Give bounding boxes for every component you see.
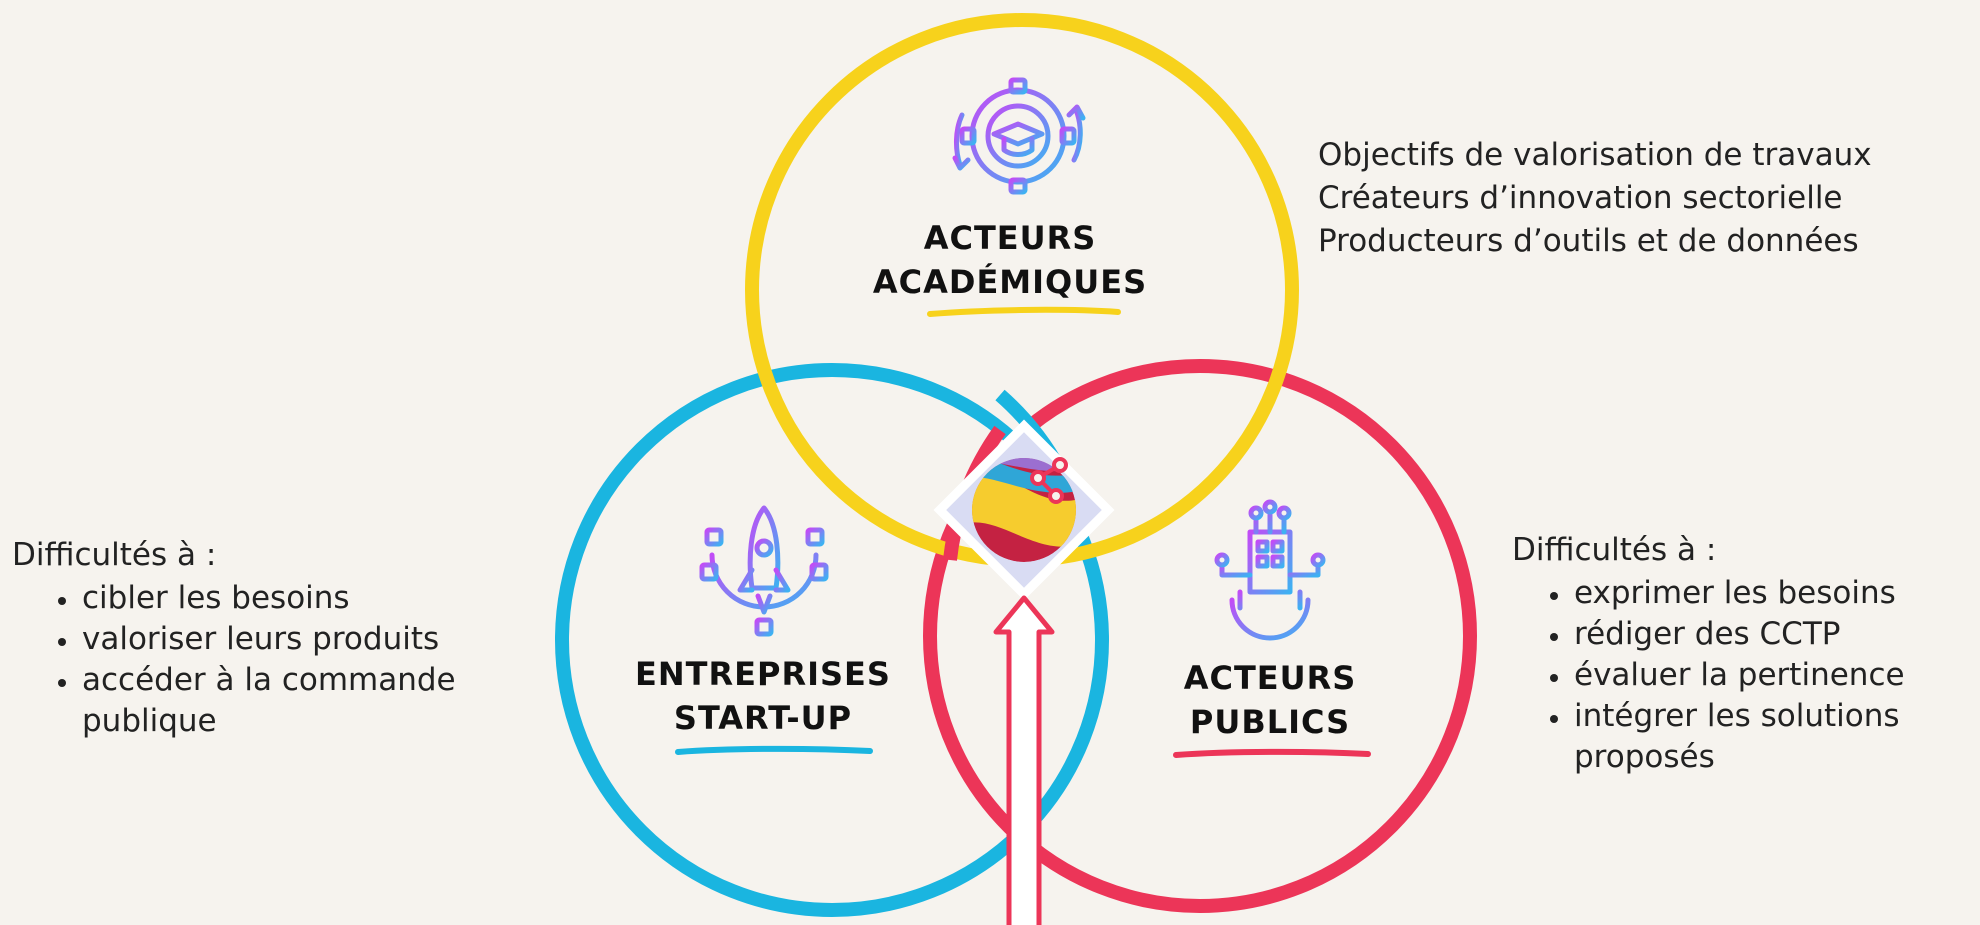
list-item: rédiger des CCTP — [1572, 614, 1934, 655]
list-item: exprimer les besoins — [1572, 573, 1934, 614]
graduation-gear-icon — [952, 77, 1086, 195]
list-item: évaluer la pertinence — [1572, 655, 1934, 696]
academic-goals-text: Objectifs de valorisation de travaux Cré… — [1318, 134, 1872, 263]
academic-goal-item: Objectifs de valorisation de travaux — [1318, 137, 1872, 173]
center-badge — [933, 419, 1115, 601]
public-title-underline — [1173, 748, 1371, 758]
startup-difficulties-list: cibler les besoins valoriser leurs produ… — [12, 578, 522, 742]
list-item: cibler les besoins — [80, 578, 522, 619]
list-item: intégrer les solutions proposés — [1572, 696, 1934, 778]
public-circle — [923, 359, 1477, 913]
startup-title-line2: START-UP — [673, 699, 853, 737]
startup-difficulties-text: Difficultés à : cibler les besoins valor… — [12, 535, 522, 742]
startup-circle-title: ENTREPRISES START-UP — [613, 652, 913, 740]
academic-title-line1: ACTEURS — [923, 219, 1097, 257]
list-item: valoriser leurs produits — [80, 619, 522, 660]
building-gear-icon — [1214, 499, 1326, 641]
startup-title-underline — [675, 745, 873, 755]
startup-circle — [555, 363, 1109, 917]
public-circle-title: ACTEURS PUBLICS — [1120, 656, 1420, 744]
public-difficulties-heading: Difficultés à : — [1512, 532, 1717, 568]
academic-title-underline — [927, 306, 1121, 317]
academic-circle-title: ACTEURS ACADÉMIQUES — [860, 216, 1160, 304]
public-difficulties-text: Difficultés à : exprimer les besoins réd… — [1512, 530, 1934, 778]
public-difficulties-list: exprimer les besoins rédiger des CCTP év… — [1512, 573, 1934, 778]
public-title-line2: PUBLICS — [1189, 703, 1351, 741]
startup-difficulties-heading: Difficultés à : — [12, 537, 217, 573]
public-title-line1: ACTEURS — [1183, 659, 1357, 697]
arrow-up-icon — [993, 595, 1055, 925]
academic-goal-item: Producteurs d’outils et de données — [1318, 223, 1859, 259]
rocket-gear-icon — [699, 505, 829, 637]
academic-goal-item: Créateurs d’innovation sectorielle — [1318, 180, 1843, 216]
startup-title-line1: ENTREPRISES — [635, 655, 891, 693]
list-item: accéder à la commande publique — [80, 660, 522, 742]
academic-title-line2: ACADÉMIQUES — [872, 263, 1148, 301]
